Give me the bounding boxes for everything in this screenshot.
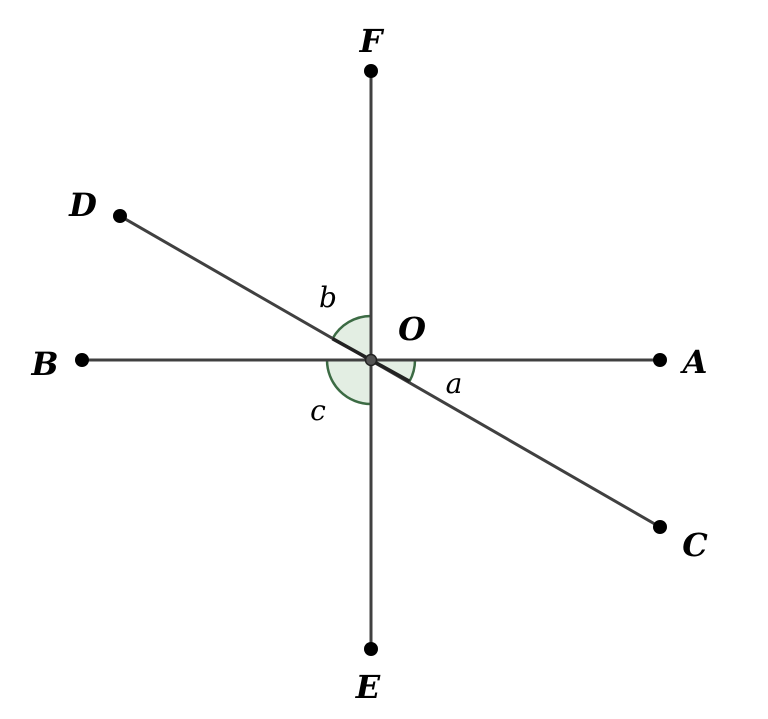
label-point-A: A [680, 343, 708, 381]
label-angle-b: b [319, 281, 337, 314]
label-point-E: E [355, 668, 381, 706]
label-point-D: D [68, 186, 97, 224]
angle-b-edge [331, 337, 372, 362]
label-angle-a: a [446, 367, 463, 400]
label-point-C: C [682, 526, 708, 564]
angle-c-sector [327, 360, 371, 404]
point-F [364, 64, 378, 78]
angle-a-edge [370, 358, 411, 383]
label-point-B: B [30, 345, 58, 383]
point-B [75, 353, 89, 367]
label-point-F: F [359, 22, 385, 60]
point-O [364, 353, 378, 367]
point-D [113, 209, 127, 223]
point-A [653, 353, 667, 367]
point-E [364, 642, 378, 656]
point-C [653, 520, 667, 534]
label-point-O: O [398, 310, 426, 348]
angle-b-sector [332, 316, 371, 360]
angle-b-arc [331, 314, 372, 340]
angle-c-arc [325, 359, 372, 406]
label-angle-c: c [310, 394, 326, 427]
